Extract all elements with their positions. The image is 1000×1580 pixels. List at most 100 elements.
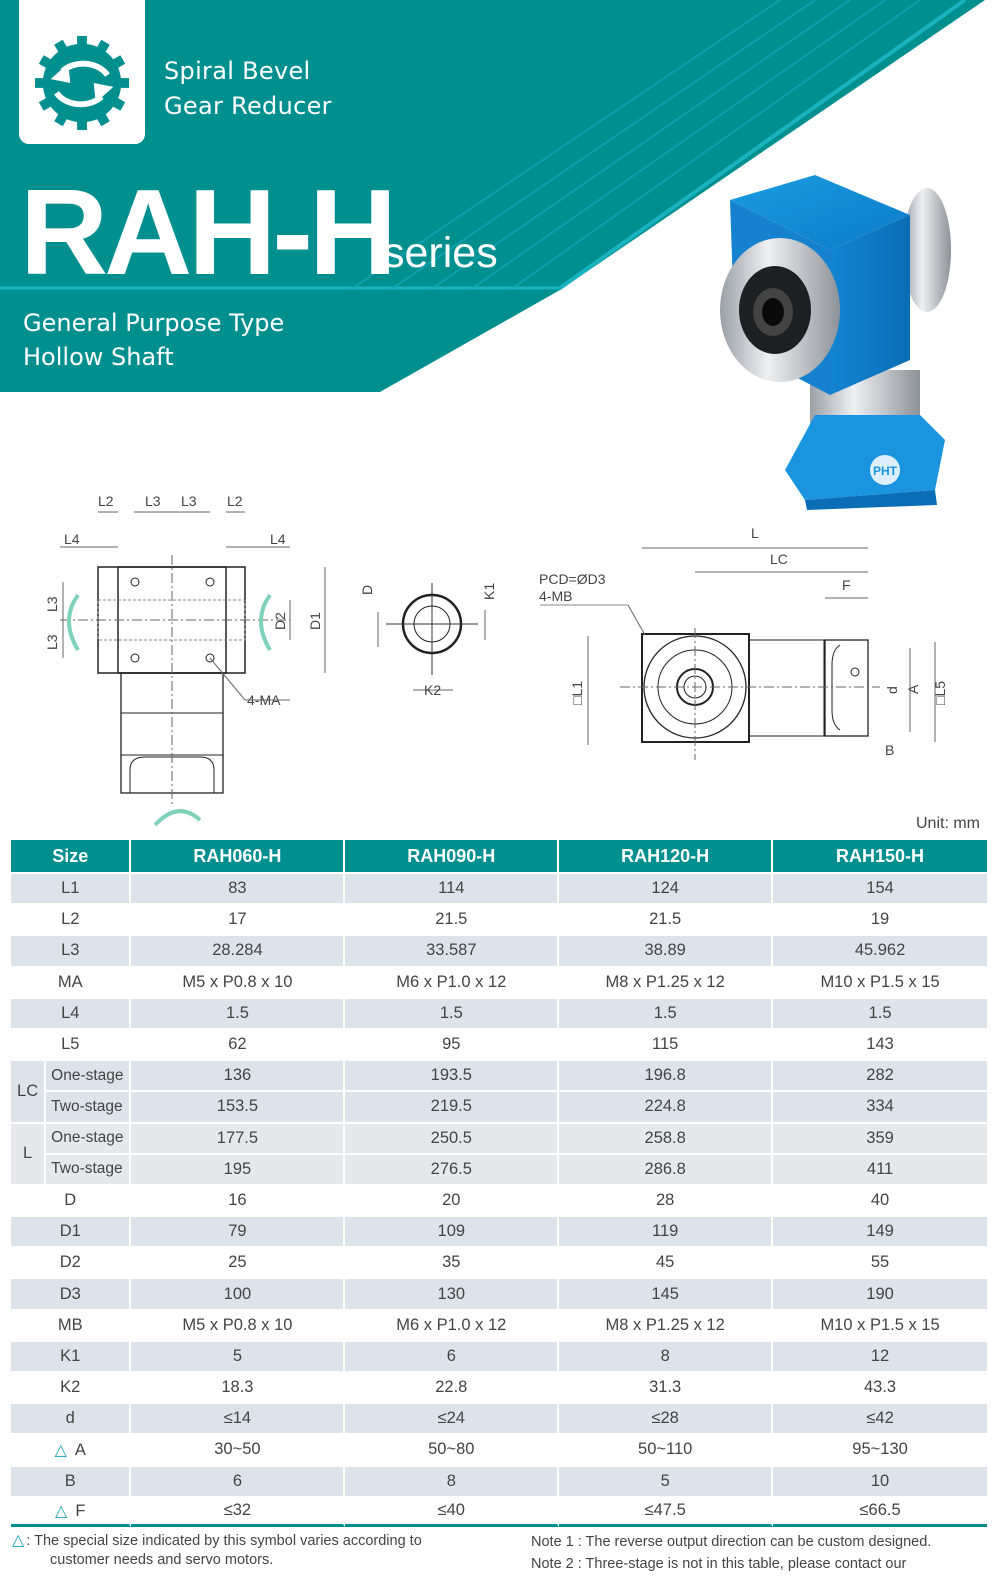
hero-background xyxy=(0,0,985,392)
cell: 1.5 xyxy=(773,996,987,1028)
cell: 50~80 xyxy=(345,1433,560,1465)
table-row: L4 1.5 1.5 1.5 1.5 xyxy=(11,996,987,1028)
cell: 177.5 xyxy=(131,1121,346,1153)
cell: 124 xyxy=(559,872,774,904)
cell: 143 xyxy=(773,1027,987,1060)
notes: Note 1 : The reverse output direction ca… xyxy=(531,1531,931,1575)
cell: ≤32 xyxy=(131,1495,346,1527)
cell: 35 xyxy=(345,1246,560,1278)
cell: ≤14 xyxy=(131,1402,346,1434)
subtitle-line-1: Spiral Bevel xyxy=(164,57,311,85)
svg-text:D2: D2 xyxy=(272,612,288,630)
svg-text:L: L xyxy=(751,525,759,541)
row-label: D2 xyxy=(11,1246,132,1278)
cell: 45 xyxy=(559,1246,774,1278)
cell: 38.89 xyxy=(559,934,774,966)
row-label: △A xyxy=(11,1433,132,1465)
cell: 43.3 xyxy=(773,1371,987,1403)
row-label: D xyxy=(11,1183,132,1216)
unit-label: Unit: mm xyxy=(916,815,980,832)
svg-text:4-MA: 4-MA xyxy=(247,692,281,708)
cell: 22.8 xyxy=(345,1371,560,1403)
cell: 5 xyxy=(131,1339,346,1371)
series-suffix: series xyxy=(383,229,498,277)
cell: 50~110 xyxy=(559,1433,774,1465)
table-row: d ≤14 ≤24 ≤28 ≤42 xyxy=(11,1402,987,1434)
row-label: D3 xyxy=(11,1277,132,1309)
svg-text:D: D xyxy=(359,585,375,595)
row-label: L2 xyxy=(11,903,132,935)
table-row: K2 18.3 22.8 31.3 43.3 xyxy=(11,1371,987,1403)
cell: 258.8 xyxy=(559,1121,774,1153)
cell: M8 x P1.25 x 12 xyxy=(559,965,774,997)
cell: 115 xyxy=(559,1027,774,1060)
series-title: RAH-H xyxy=(20,164,397,300)
svg-text:L4: L4 xyxy=(64,531,80,547)
svg-text:□L5: □L5 xyxy=(932,681,948,705)
svg-text:L4: L4 xyxy=(270,531,286,547)
table-row: D3 100 130 145 190 xyxy=(11,1277,987,1309)
row-label: d xyxy=(11,1402,132,1434)
cell: 6 xyxy=(345,1339,560,1371)
svg-text:D1: D1 xyxy=(307,612,323,630)
table-row: △F ≤32 ≤40 ≤47.5 ≤66.5 xyxy=(11,1495,987,1527)
cell: 28 xyxy=(559,1183,774,1216)
cell: 45.962 xyxy=(773,934,987,966)
header-model: RAH060-H xyxy=(131,840,346,872)
cell: 282 xyxy=(773,1059,987,1091)
row-label-text: A xyxy=(74,1440,86,1459)
cell: M8 x P1.25 x 12 xyxy=(559,1308,774,1340)
cell: 83 xyxy=(131,872,346,904)
row-label: MB xyxy=(11,1308,132,1340)
subtitle-line-2: Gear Reducer xyxy=(164,92,332,120)
row-label: D1 xyxy=(11,1215,132,1247)
cell: 190 xyxy=(773,1277,987,1309)
cell: M5 x P0.8 x 10 xyxy=(131,1308,346,1340)
footnote-line-1: : The special size indicated by this sym… xyxy=(26,1533,422,1549)
svg-text:L3: L3 xyxy=(44,634,60,650)
triangle-icon: △ xyxy=(55,1502,68,1520)
svg-text:B: B xyxy=(885,742,894,758)
svg-text:F: F xyxy=(842,577,851,593)
cell: 119 xyxy=(559,1215,774,1247)
cell: 40 xyxy=(773,1183,987,1216)
cell: 145 xyxy=(559,1277,774,1309)
cell: 30~50 xyxy=(131,1433,346,1465)
header-model: RAH090-H xyxy=(345,840,560,872)
cell: 31.3 xyxy=(559,1371,774,1403)
svg-text:4-MB: 4-MB xyxy=(539,588,572,604)
cell: 21.5 xyxy=(559,903,774,935)
sub-label: One-stage xyxy=(46,1059,132,1091)
cell: 95~130 xyxy=(773,1433,987,1465)
svg-text:L3: L3 xyxy=(44,596,60,612)
table-row: L3 28.284 33.587 38.89 45.962 xyxy=(11,934,987,966)
svg-text:□L1: □L1 xyxy=(569,681,585,705)
cell: ≤28 xyxy=(559,1402,774,1434)
group-label: L xyxy=(11,1121,47,1184)
cell: 149 xyxy=(773,1215,987,1247)
cell: 109 xyxy=(345,1215,560,1247)
svg-text:A: A xyxy=(905,684,921,694)
svg-text:PCD=ØD3: PCD=ØD3 xyxy=(539,571,606,587)
note-1: Note 1 : The reverse output direction ca… xyxy=(531,1534,932,1550)
table-row: Two-stage 153.5 219.5 224.8 334 xyxy=(11,1090,987,1122)
row-label: L1 xyxy=(11,872,132,904)
cell: 25 xyxy=(131,1246,346,1278)
cell: 136 xyxy=(131,1059,346,1091)
row-label: △F xyxy=(11,1495,132,1527)
shaft-section-drawing: D K1 K2 xyxy=(359,583,497,698)
row-label: B xyxy=(11,1464,132,1496)
cell: 79 xyxy=(131,1215,346,1247)
hero-banner: Spiral Bevel Gear Reducer RAH-H series G… xyxy=(0,0,1000,400)
svg-text:L2: L2 xyxy=(227,493,243,509)
cell: M10 x P1.5 x 15 xyxy=(773,965,987,997)
note-2: Note 2 : Three-stage is not in this tabl… xyxy=(531,1556,907,1572)
symbol-footnote: △: The special size indicated by this sy… xyxy=(12,1531,422,1570)
cell: 20 xyxy=(345,1183,560,1216)
triangle-icon: △ xyxy=(54,1441,67,1459)
table-row: L5 62 95 115 143 xyxy=(11,1027,987,1060)
product-type: Spiral Bevel Gear Reducer xyxy=(164,54,332,124)
cell: 130 xyxy=(345,1277,560,1309)
